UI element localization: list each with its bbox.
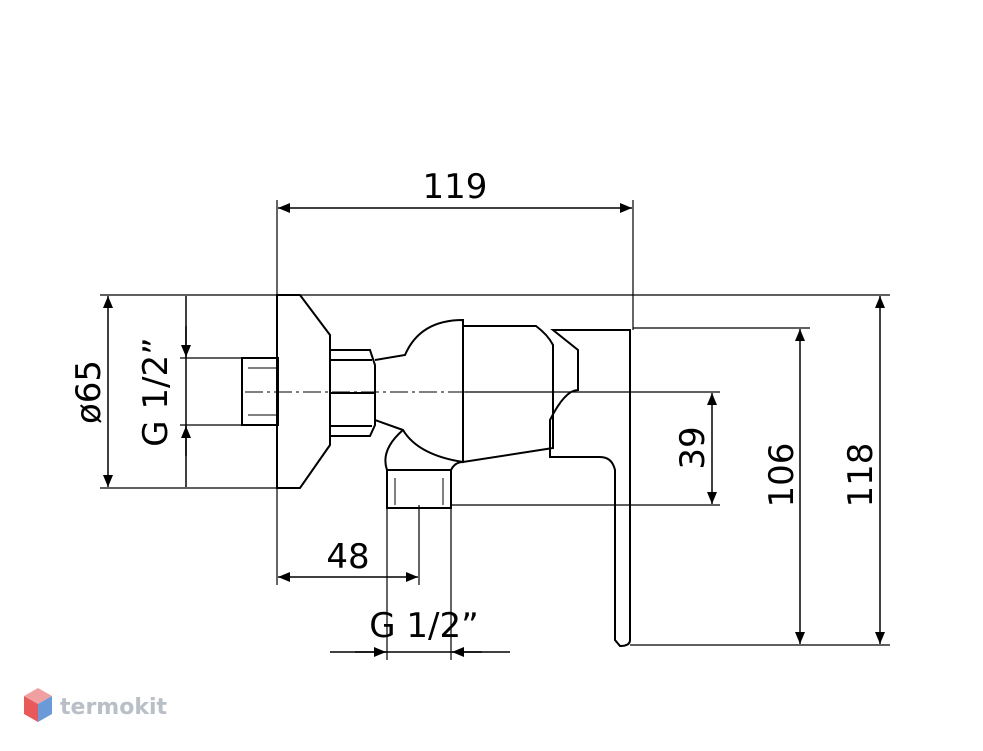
dimension-lines: [103, 203, 885, 657]
dim-label-39: 39: [673, 426, 713, 469]
dim-label-106: 106: [762, 443, 802, 508]
hex-nut: [329, 349, 376, 437]
dim-label-118: 118: [841, 443, 881, 508]
lever: [549, 329, 631, 648]
cartridge-body: [462, 325, 554, 464]
mixer-body: [241, 294, 631, 648]
dim-label-g12-inlet: G 1/2”: [136, 337, 176, 447]
cube-icon: [24, 688, 52, 722]
dim-label-g12-outlet: G 1/2”: [369, 606, 479, 646]
dim-label-65: ø65: [69, 360, 109, 424]
extension-lines: [100, 200, 890, 660]
outlet-connector: [386, 469, 452, 509]
brand-name: termokit: [60, 695, 167, 720]
dim-label-48: 48: [326, 537, 369, 577]
termokit-logo: termokit: [24, 688, 167, 722]
dim-label-119: 119: [423, 167, 488, 207]
body-neck: [374, 318, 464, 464]
